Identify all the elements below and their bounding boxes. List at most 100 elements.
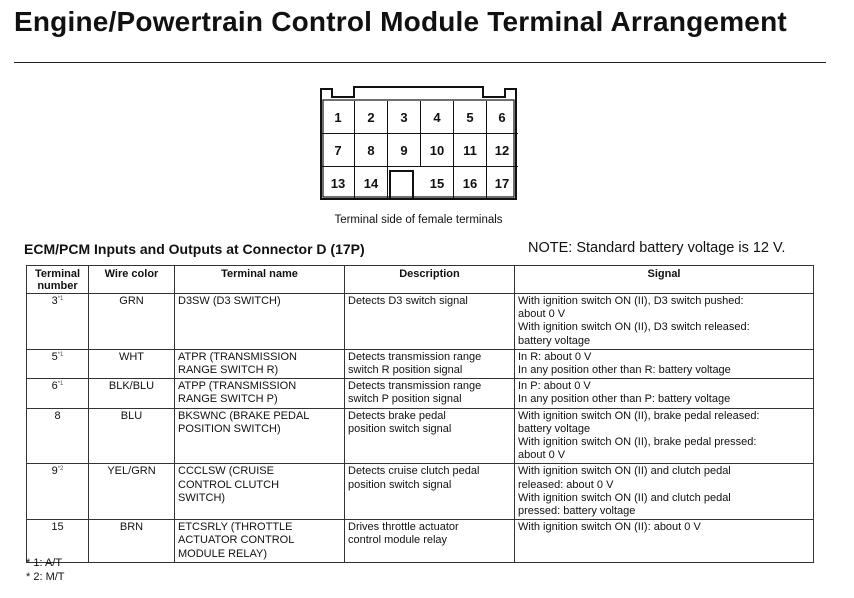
description-line: position switch signal [348,422,452,435]
terminal-number-cell: 8 [26,407,89,465]
connector-pin-9: 9 [388,134,421,167]
terminal-name-line: ACTUATOR CONTROL [178,534,295,547]
connector-outline [320,86,517,200]
header-terminal-name: Terminal name [174,265,345,294]
footnote-marker: *2 [57,466,64,473]
connector-pin-4: 4 [421,101,454,134]
connector-pin-2: 2 [355,101,388,134]
terminal-name-line: SWITCH) [178,491,226,504]
footnote-marker: *1 [57,381,64,388]
terminal-table: Terminal number Wire color Terminal name… [26,265,814,563]
footnote-marker: *1 [57,296,64,302]
signal-cell: With ignition switch ON (II), brake peda… [514,407,814,465]
wire-color: BLK/BLU [88,378,175,409]
terminal-number-cell: 3*1 [26,293,89,350]
terminal-number: 15 [51,521,64,534]
terminal-number-cell: 9*2 [26,463,89,521]
signal-line: With ignition switch ON (II): about 0 V [518,521,701,534]
signal-line: With ignition switch ON (II), brake peda… [518,409,760,422]
connector-pin-17: 17 [494,175,510,191]
signal-cell: With ignition switch ON (II) and clutch … [514,463,814,521]
description-line: control module relay [348,534,448,547]
footnote-at: * 1: A/T [26,557,63,569]
wire-color: BLU [88,407,175,465]
voltage-note: NOTE: Standard battery voltage is 12 V. [528,240,786,256]
signal-line: With ignition switch ON (II), brake peda… [518,436,757,449]
description-line: Detects transmission range [348,380,482,393]
description-line: Drives throttle actuator [348,521,459,534]
terminal-number: 9 [51,465,58,478]
signal-line: about 0 V [518,449,566,462]
signal-line: released: about 0 V [518,478,614,491]
footnote-marker: *1 [57,351,64,358]
signal-line: pressed: battery voltage [518,505,636,518]
terminal-number-cell: 5*1 [26,348,89,380]
terminal-name-line: POSITION SWITCH) [178,422,281,435]
wire-color: BRN [88,519,175,563]
page-title: Engine/Powertrain Control Module Termina… [14,6,787,37]
signal-line: With ignition switch ON (II), D3 switch … [518,321,750,334]
terminal-number: 5 [51,350,58,363]
signal-line: With ignition switch ON (II) and clutch … [518,465,731,478]
description-line: Detects brake pedal [348,409,446,422]
section-heading: ECM/PCM Inputs and Outputs at Connector … [24,241,365,257]
header-signal: Signal [514,265,814,294]
header-wire-color: Wire color [88,265,175,294]
terminal-number-cell: 15 [26,519,89,563]
terminal-name-line: RANGE SWITCH P) [178,393,278,406]
header-terminal-number: Terminal number [26,265,89,294]
connector-pin-3: 3 [388,101,421,134]
connector-caption: Terminal side of female terminals [334,214,503,226]
terminal-number: 3 [51,295,58,307]
signal-line: In P: about 0 V [518,380,591,393]
header-terminal-line2: number [37,280,78,292]
terminal-name-line: ETCSRLY (THROTTLE [178,521,293,534]
connector-pin-10: 10 [421,134,454,167]
signal-cell: With ignition switch ON (II): about 0 V [514,519,814,563]
signal-line: battery voltage [518,334,591,347]
description-line: Detects D3 switch signal [348,295,468,307]
table-header-row: Terminal number Wire color Terminal name… [26,265,814,294]
terminal-name-line: MODULE RELAY) [178,547,268,560]
connector-pin-7: 7 [322,134,355,167]
description-line: Detects cruise clutch pedal [348,465,480,478]
footnote-mt: * 2: M/T [26,571,65,583]
terminal-name-line: CONTROL CLUTCH [178,478,280,491]
terminal-name-line: ATPR (TRANSMISSION [178,350,297,363]
connector-pin-8: 8 [355,134,388,167]
description-line: Detects transmission range [348,350,482,363]
terminal-number: 8 [54,409,61,422]
terminal-number: 6 [51,380,58,393]
description-cell: Detects D3 switch signal [344,293,515,350]
connector-pin-14: 14 [355,167,388,199]
title-divider [14,62,826,63]
connector-pin-6: 6 [486,101,518,134]
terminal-name-line: D3SW (D3 SWITCH) [178,295,281,307]
terminal-name-line: RANGE SWITCH R) [178,364,279,377]
signal-line: With ignition switch ON (II) and clutch … [518,491,731,504]
signal-line: In R: about 0 V [518,350,592,363]
signal-line: With ignition switch ON (II), D3 switch … [518,295,744,307]
terminal-name-line: BKSWNC (BRAKE PEDAL [178,409,310,422]
signal-line: In any position other than P: battery vo… [518,393,731,406]
description-line: switch P position signal [348,393,462,406]
header-terminal-line1: Terminal [34,268,81,280]
connector-pin-12: 12 [486,134,518,167]
signal-line: battery voltage [518,422,591,435]
signal-cell: With ignition switch ON (II), D3 switch … [514,293,814,350]
connector-pin-1: 1 [322,101,355,134]
terminal-name-cell: D3SW (D3 SWITCH) [174,293,345,350]
wire-color: GRN [88,293,175,350]
wire-color: YEL/GRN [88,463,175,521]
